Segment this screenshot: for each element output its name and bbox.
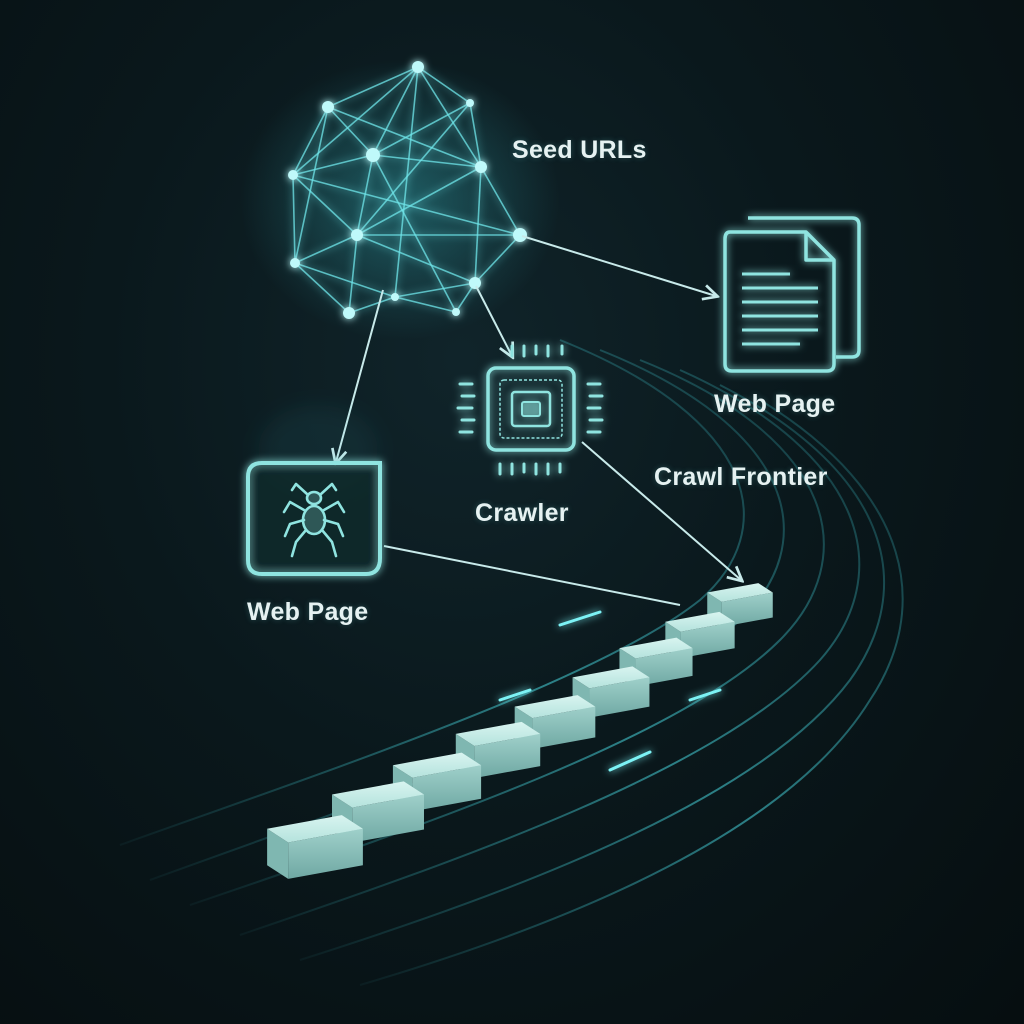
web-page-label-left: Web Page [247,598,369,626]
data-stream [119,339,904,986]
crawl-frontier-label: Crawl Frontier [654,463,828,491]
cpu-chip-icon [456,344,604,476]
spider-page-icon [246,405,382,576]
crawler-label: Crawler [475,499,569,527]
document-stack-icon [723,216,861,373]
arrow-crawler-to-frontier [581,441,741,580]
queue-block [267,815,363,879]
arrow-seed-to-webpage [521,235,716,296]
url-queue-blocks [267,583,773,879]
network-graph-icon [240,60,560,340]
seed-urls-label: Seed URLs [512,136,647,164]
spider-icon [282,482,346,558]
queue-block [619,637,693,687]
arrow-page-to-queue [383,545,681,606]
web-page-label-right: Web Page [714,390,836,418]
stream-sparks [498,610,722,772]
arrow-seed-to-crawler [475,285,512,356]
